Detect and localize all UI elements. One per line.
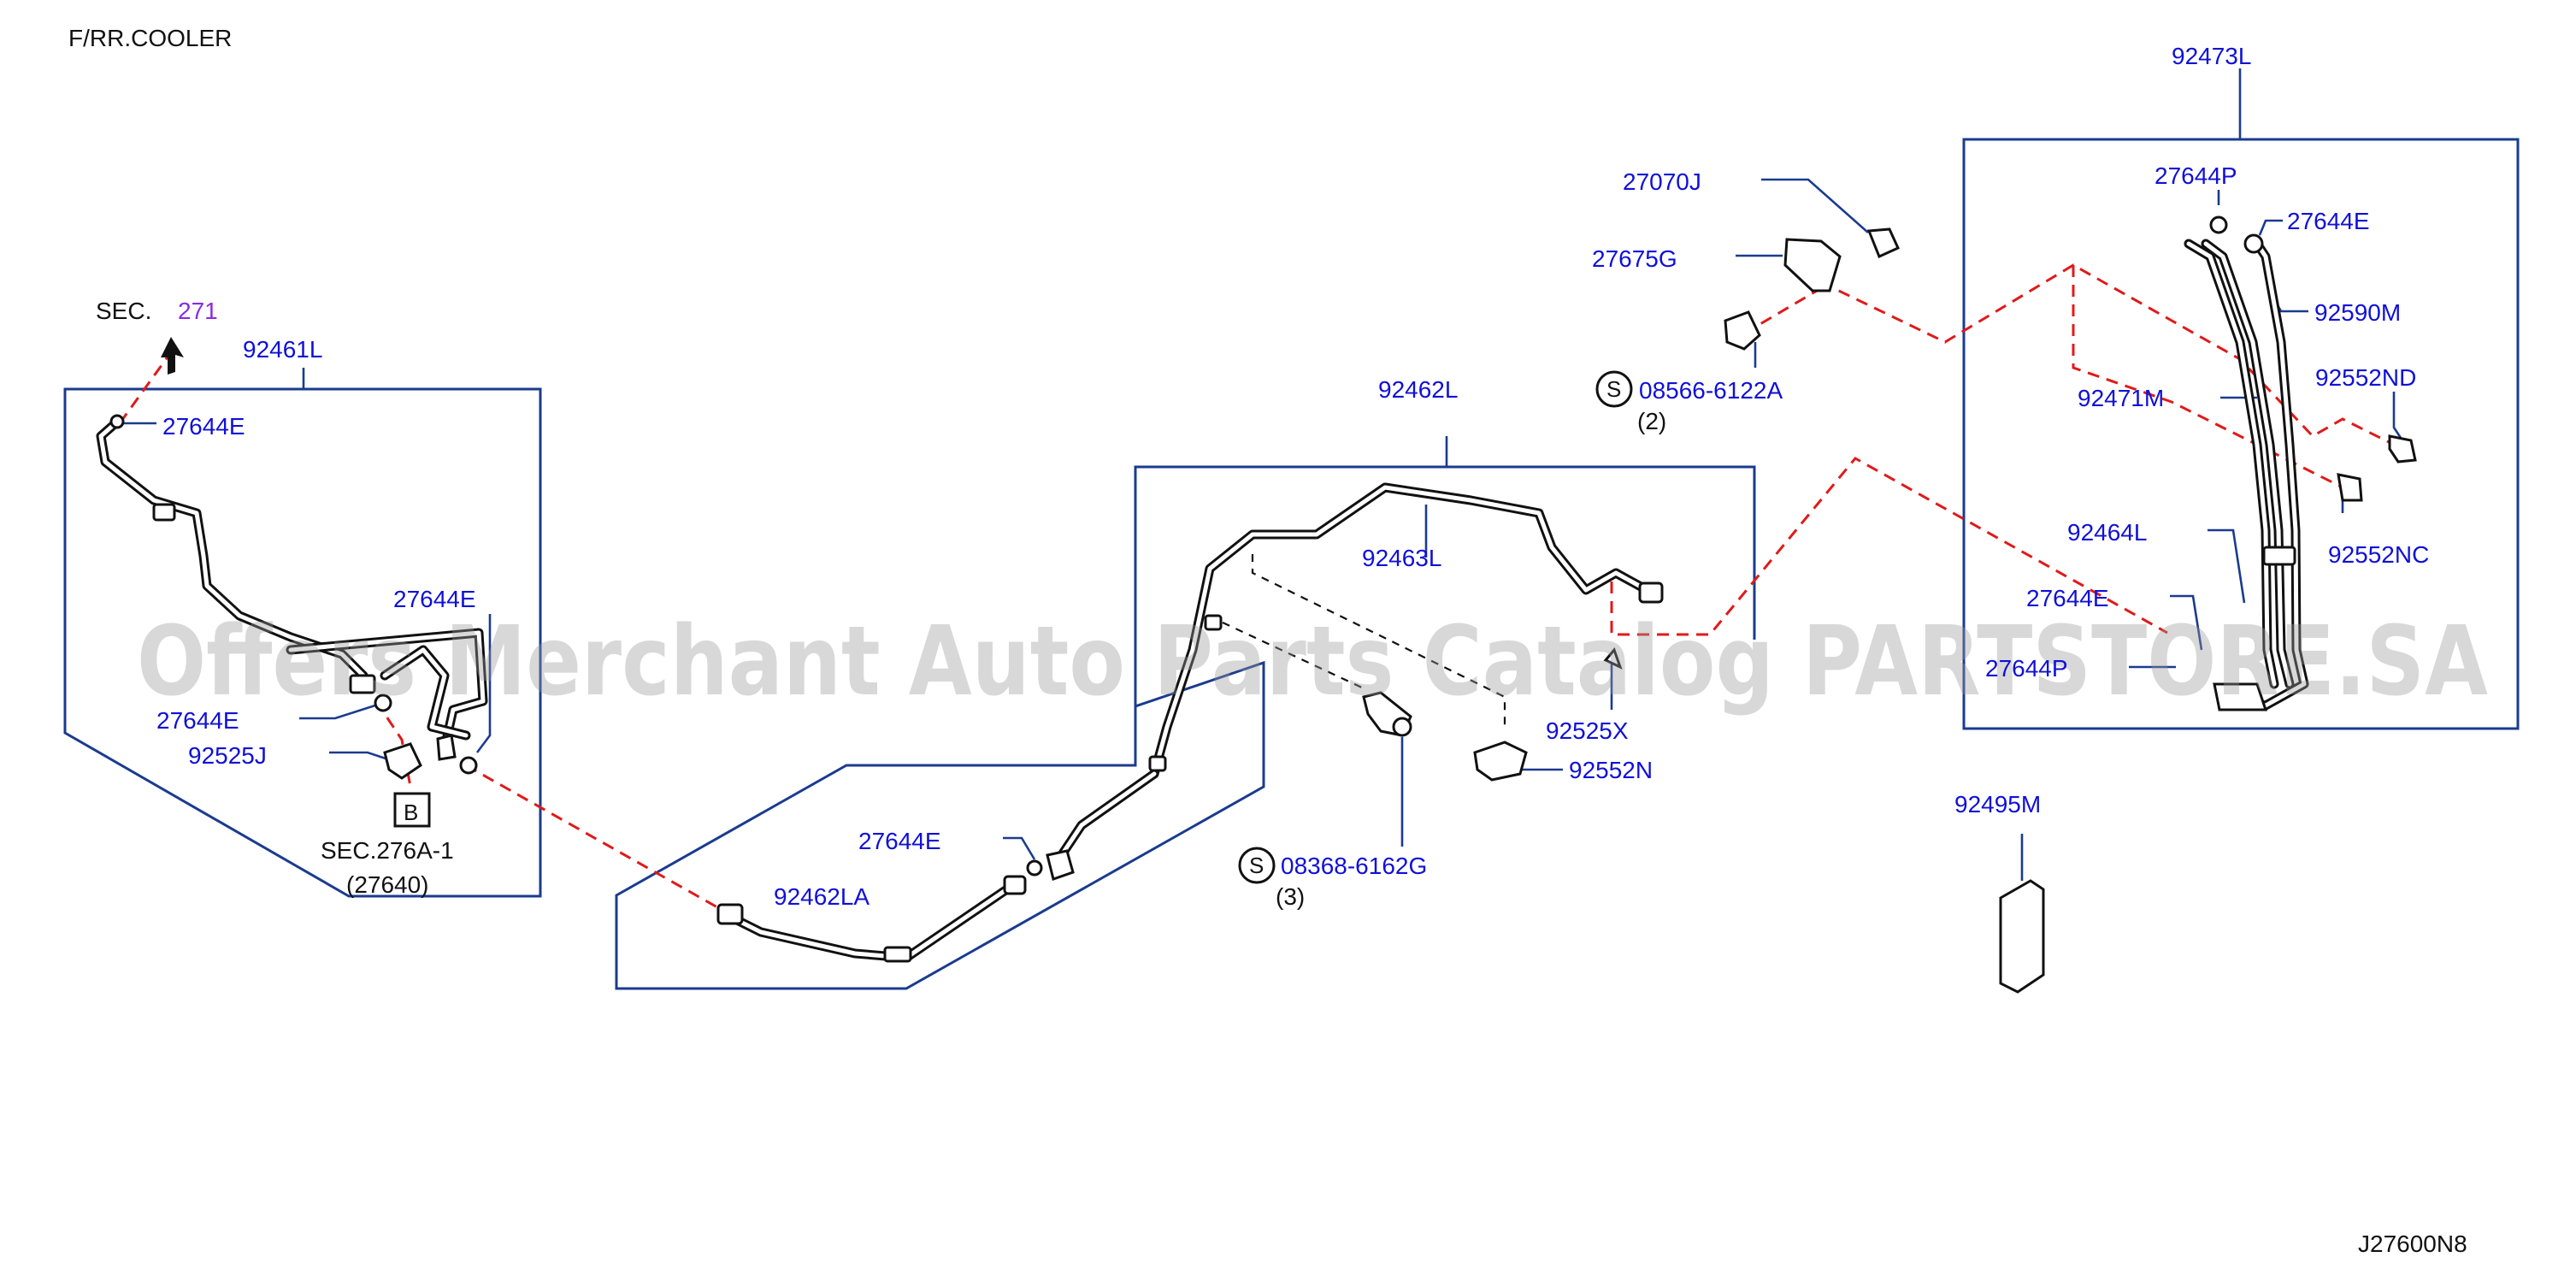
screw-symbol-letter: S [1249, 853, 1264, 878]
quantity-label: (3) [1276, 883, 1305, 910]
screw-symbol-icon [1595, 370, 1633, 408]
group-box-92461L [63, 387, 542, 898]
part-label[interactable]: 27644E [162, 413, 245, 440]
part-label[interactable]: 92471M [2078, 385, 2164, 411]
part-label[interactable]: 27644P [1985, 655, 2068, 682]
sec-link-271[interactable]: 271 [178, 298, 218, 324]
part-label[interactable]: 92462LA [774, 883, 869, 910]
part-label[interactable]: 92525J [188, 742, 267, 769]
part-label[interactable]: 92461L [243, 336, 322, 363]
sec-ref-276-part: (27640) [346, 871, 429, 898]
part-label[interactable]: 92463L [1362, 545, 1441, 571]
leader-lines [120, 68, 2404, 881]
screw-symbol-letter: S [1606, 376, 1621, 402]
part-label[interactable]: 92473L [2172, 43, 2251, 69]
part-label[interactable]: 27644P [2155, 162, 2237, 189]
sec-prefix: SEC. [96, 298, 151, 324]
part-label[interactable]: 92495M [1954, 791, 2041, 817]
part-label[interactable]: 92462L [1378, 376, 1458, 403]
arrow-up-icon [161, 337, 184, 375]
ref-box-letter: B [404, 800, 418, 825]
pipe-92462L [1026, 482, 1664, 881]
quantity-label: (2) [1637, 408, 1666, 434]
ref-box-b [393, 792, 431, 828]
watermark: Offers Merchant Auto Parts Catalog PARTS… [137, 606, 2488, 717]
pipe-92461L [96, 414, 488, 780]
drawing-number: J27600N8 [2358, 1231, 2467, 1257]
part-label[interactable]: 08368-6162G [1281, 853, 1427, 879]
label-tag-92495M [1999, 879, 2045, 994]
part-label[interactable]: 27644E [2287, 208, 2370, 234]
header-title: F/RR.COOLER [68, 25, 232, 51]
part-label[interactable]: 08566-6122A [1639, 377, 1783, 404]
part-label[interactable]: 27644E [2026, 585, 2109, 611]
sec-ref-276: SEC.276A-1 [321, 837, 454, 864]
part-label[interactable]: 27644E [393, 586, 476, 612]
screw-symbol-icon [1238, 847, 1276, 884]
part-label[interactable]: 92525X [1546, 717, 1629, 744]
part-label[interactable]: 92552ND [2315, 364, 2416, 391]
part-label[interactable]: 27675G [1592, 245, 1677, 272]
group-box-92462L [1134, 465, 1756, 761]
dashed-guides [1222, 554, 1506, 727]
part-label[interactable]: 92464L [2067, 519, 2147, 546]
part-label[interactable]: 92552N [1569, 757, 1653, 783]
pipe-92462LA [716, 875, 1027, 963]
group-box-92462LA [615, 660, 1265, 990]
pipe-assembly-92473L [2184, 215, 2417, 711]
part-label[interactable]: 27070J [1623, 168, 1701, 195]
part-label[interactable]: 92552NC [2328, 541, 2429, 568]
center-parts [1362, 227, 1900, 782]
part-label[interactable]: 27644E [156, 707, 239, 734]
part-label[interactable]: 27644E [858, 828, 941, 854]
part-label[interactable]: 92590M [2314, 299, 2401, 326]
